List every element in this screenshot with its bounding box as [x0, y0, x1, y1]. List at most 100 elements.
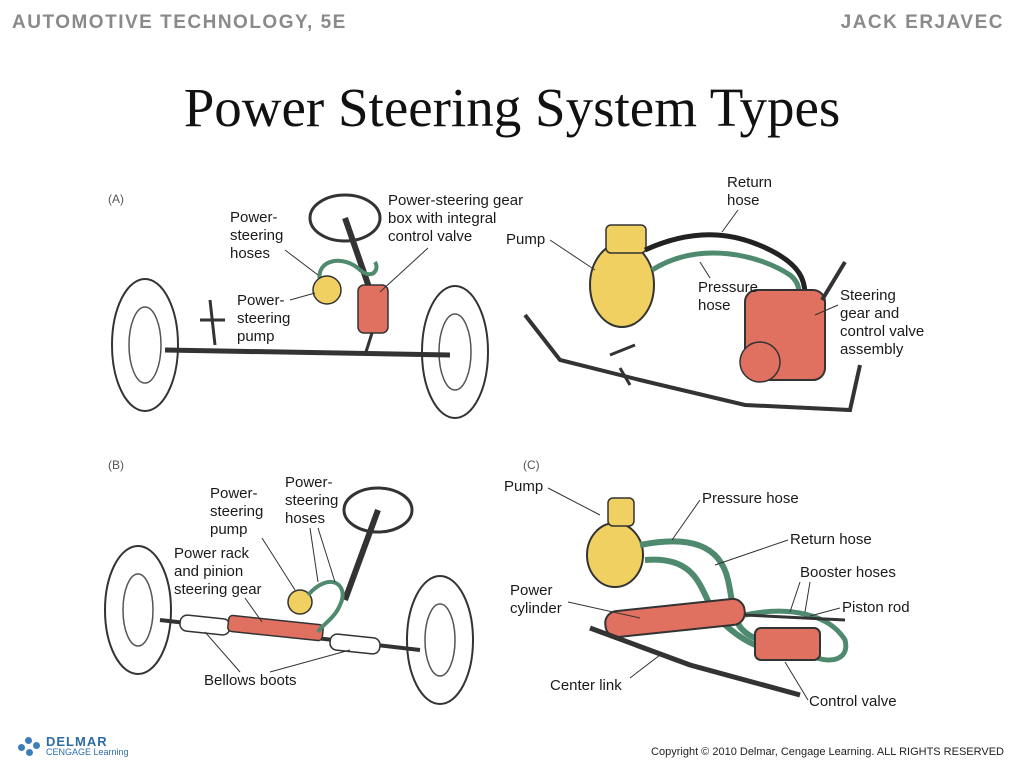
linkage [523, 313, 862, 413]
leader-line [699, 261, 711, 279]
label-piston-rod: Piston rod [842, 599, 910, 616]
leader-line [284, 249, 319, 276]
booster-hoses [744, 608, 849, 663]
label-line: pump [210, 521, 248, 538]
label-center-link: Center link [550, 677, 622, 694]
label-line: hoses [230, 245, 270, 262]
wheel-left [111, 278, 179, 412]
label-hoses-a: Power- steering hoses [230, 209, 283, 262]
panel-a: (A) Power- steering hoses Power-steering… [108, 192, 523, 419]
wheel-hub [424, 603, 456, 677]
label-line: and pinion [174, 563, 243, 580]
wheel-hub [438, 313, 472, 391]
label-line: steering [230, 227, 283, 244]
panel-b-tag: (B) [108, 458, 124, 472]
page-title: Power Steering System Types [183, 77, 841, 138]
steering-column [342, 508, 381, 602]
leader-line [261, 537, 296, 591]
label-bellows-boots: Bellows boots [204, 672, 297, 689]
leader-line [721, 209, 739, 233]
label-line: steering [210, 503, 263, 520]
gear-housing [739, 341, 781, 383]
leader-line [629, 654, 661, 679]
label-line: steering [237, 310, 290, 327]
gear-box [357, 284, 389, 334]
power-cylinder [604, 597, 746, 639]
leader-line [714, 539, 789, 566]
panel-a-tag: (A) [108, 192, 124, 206]
label-hoses-b: Power- steering hoses [285, 474, 338, 527]
label-booster-hoses: Booster hoses [800, 564, 896, 581]
label-line: hose [698, 297, 731, 314]
piston-rod [744, 613, 846, 622]
bellows-boot-right [329, 633, 381, 655]
pump-reservoir [607, 497, 635, 527]
logo-name: DELMAR [46, 734, 108, 749]
panel-c-tag: (C) [523, 458, 540, 472]
pitman-arm [363, 332, 374, 356]
input-shaft [820, 260, 847, 302]
logo-dots-icon [18, 736, 40, 758]
hoses [317, 258, 379, 283]
leader-line [789, 581, 811, 613]
wheel-hub [122, 573, 154, 647]
pump [312, 275, 342, 305]
label-line: Power- [237, 292, 285, 309]
book-title: AUTOMOTIVE TECHNOLOGY, 5E [12, 12, 347, 33]
leader-line [567, 601, 641, 619]
label-line: hose [727, 192, 760, 209]
author-name: JACK ERJAVEC [840, 12, 1004, 33]
linkage [200, 299, 225, 346]
label-line: Power- [285, 474, 333, 491]
leader-line [671, 499, 701, 541]
label-rack: Power rack and pinion steering gear [174, 545, 262, 598]
label-line: box with integral [388, 210, 496, 227]
leader-line [547, 487, 601, 516]
pump-c [586, 522, 644, 588]
wheel-hub [128, 306, 162, 384]
leader-line [814, 304, 839, 316]
label-line: Return [727, 174, 772, 191]
label-line: gear and [840, 305, 899, 322]
panel-a2: Return hose Pump Pressure hose Steering … [506, 174, 924, 413]
leader-line [379, 247, 429, 293]
leader-line [244, 597, 263, 623]
label-pump-a2: Pump [506, 231, 545, 248]
leader-line [809, 607, 841, 617]
label-line: Power- [230, 209, 278, 226]
label-line: assembly [840, 341, 904, 358]
label-pressure-hose-c: Pressure hose [702, 490, 799, 507]
label-return-hose-c: Return hose [790, 531, 872, 548]
tie-rod [164, 347, 451, 358]
label-line: Pressure [698, 279, 758, 296]
label-line: pump [237, 328, 275, 345]
control-valve [754, 627, 821, 661]
label-line: control valve [840, 323, 924, 340]
label-line: Power rack [174, 545, 250, 562]
leader-line [309, 527, 336, 583]
label-line: Power [510, 582, 553, 599]
leader-line [549, 239, 596, 271]
label-line: cylinder [510, 600, 562, 617]
label-line: hoses [285, 510, 325, 527]
steering-wheel [308, 193, 382, 243]
wheel-right [421, 285, 489, 419]
label-pump-b: Power- steering pump [210, 485, 263, 538]
label-line: steering gear [174, 581, 262, 598]
label-steering-gear: Steering gear and control valve assembly [840, 287, 924, 358]
label-pressure-hose: Pressure hose [698, 279, 758, 314]
label-gearbox-a: Power-steering gear box with integral co… [388, 192, 523, 245]
rack-gear [227, 614, 324, 642]
hoses [306, 580, 345, 634]
pressure-hose [639, 538, 762, 643]
label-return-hose: Return hose [727, 174, 772, 209]
label-pump-a: Power- steering pump [237, 292, 290, 345]
wheel-left [104, 545, 172, 675]
delmar-logo: DELMAR CENGAGE Learning [18, 734, 129, 758]
steering-wheel [342, 486, 414, 534]
idler-arm [609, 343, 636, 386]
center-link [589, 625, 801, 698]
panel-c: (C) Pump Pressure hose Return hose Power… [504, 458, 910, 710]
copyright-notice: Copyright © 2010 Delmar, Cengage Learnin… [651, 746, 1004, 758]
label-line: steering [285, 492, 338, 509]
